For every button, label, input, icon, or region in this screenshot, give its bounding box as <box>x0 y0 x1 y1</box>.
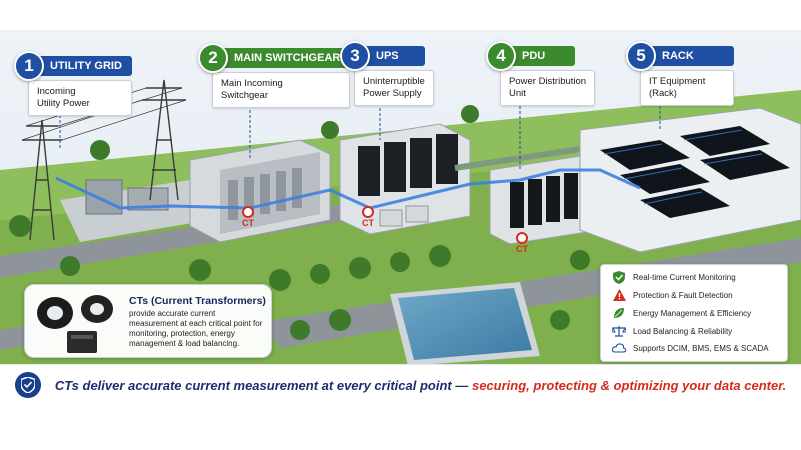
benefit-item: Load Balancing & Reliability <box>611 325 732 337</box>
step-number: 5 <box>626 41 656 71</box>
banner-highlight: securing, protecting & optimizing your d… <box>471 377 787 393</box>
step-description: Power Distribution Unit <box>500 70 596 106</box>
benefit-item: Energy Management & Efficiency <box>611 307 751 319</box>
step-title: UTILITY GRID <box>36 56 132 76</box>
ct-ring-icon <box>242 206 254 218</box>
step-main-switchgear: 2 MAIN SWITCHGEAR Main Incoming Switchge… <box>198 43 351 108</box>
step-number: 2 <box>198 43 228 73</box>
step-title: PDU <box>508 46 576 66</box>
step-description: IT Equipment (Rack) <box>640 70 734 106</box>
ct-ring-icon <box>362 206 374 218</box>
shield-check-icon <box>611 271 627 284</box>
scale-icon <box>611 325 627 337</box>
step-number: 4 <box>486 41 516 71</box>
step-rack: 5 RACK IT Equipment (Rack) <box>626 41 734 106</box>
bottom-banner: CTs deliver accurate current measurement… <box>0 364 801 405</box>
warning-icon <box>611 289 627 301</box>
step-description: Incoming Utility Power <box>28 80 132 116</box>
shield-check-icon <box>14 372 41 398</box>
step-title: RACK <box>648 46 734 66</box>
step-pdu: 4 PDU Power Distribution Unit <box>486 41 596 106</box>
step-number: 1 <box>14 51 44 81</box>
step-title: MAIN SWITCHGEAR <box>220 48 351 68</box>
step-number: 3 <box>340 41 370 71</box>
leaf-icon <box>611 307 627 319</box>
benefits-panel: Real-time Current Monitoring Protection … <box>600 264 788 362</box>
ct-marker-ups: CT <box>362 206 374 228</box>
cloud-icon <box>611 343 627 353</box>
ct-info-body: provide accurate current measurement at … <box>129 309 263 348</box>
step-title: UPS <box>362 46 425 66</box>
benefit-item: Protection & Fault Detection <box>611 289 733 301</box>
step-utility-grid: 1 UTILITY GRID Incoming Utility Power <box>14 51 132 116</box>
ct-ring-icon <box>516 232 528 244</box>
benefit-item: Supports DCIM, BMS, EMS & SCADA <box>611 343 769 353</box>
current-transformer-icon <box>37 295 113 353</box>
ct-info-title: CTs (Current Transformers) <box>129 295 266 307</box>
ct-info-card: CTs (Current Transformers) provide accur… <box>24 284 272 358</box>
step-description: Uninterruptible Power Supply <box>354 70 434 106</box>
step-ups: 3 UPS Uninterruptible Power Supply <box>340 41 434 106</box>
ct-marker-pdu: CT <box>516 232 528 254</box>
banner-message: CTs deliver accurate current measurement… <box>54 377 787 393</box>
ct-marker-switchgear: CT <box>242 206 254 228</box>
step-description: Main Incoming Switchgear <box>212 72 351 108</box>
benefit-item: Real-time Current Monitoring <box>611 271 736 284</box>
